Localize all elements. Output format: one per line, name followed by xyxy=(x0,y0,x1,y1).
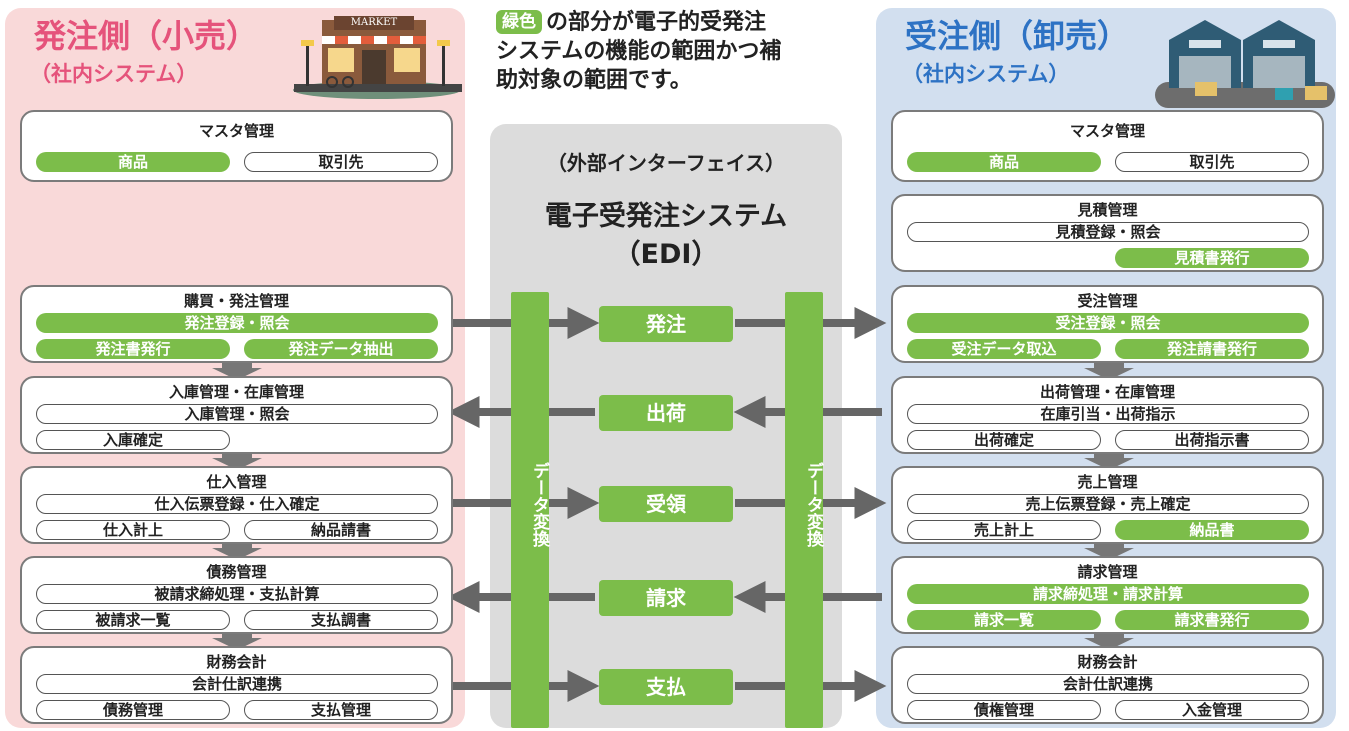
right-shipping-allocate: 在庫引当・出荷指示 xyxy=(907,404,1309,424)
right-billing-box: 請求管理 請求締処理・請求計算 請求一覧 請求書発行 xyxy=(891,556,1324,634)
ordering-side-subtitle: （社内システム） xyxy=(30,62,198,86)
receiving-side-subtitle: （社内システム） xyxy=(902,62,1070,86)
interface-label: （外部インターフェイス） xyxy=(546,151,786,175)
right-order-box: 受注管理 受注登録・照会 受注データ取込 発注請書発行 xyxy=(891,285,1324,363)
left-finance-payment: 支払管理 xyxy=(244,700,438,720)
right-finance-journal: 会計仕訳連携 xyxy=(907,674,1309,694)
left-receiving-confirm: 入庫確定 xyxy=(36,430,230,450)
right-estimate-issue: 見積書発行 xyxy=(1115,248,1309,268)
scope-note-line2: システムの機能の範囲かつ補 xyxy=(496,39,782,64)
left-finance-box: 財務会計 会計仕訳連携 債務管理 支払管理 xyxy=(20,646,453,724)
left-debt-statement: 支払調書 xyxy=(244,610,438,630)
right-order-ack: 発注請書発行 xyxy=(1115,339,1309,359)
right-sales-box: 売上管理 売上伝票登録・売上確定 売上計上 納品書 xyxy=(891,466,1324,544)
left-buying-box: 仕入管理 仕入伝票登録・仕入確定 仕入計上 納品請書 xyxy=(20,466,453,544)
left-down-arrows xyxy=(212,362,262,650)
edi-system-subtitle: （EDI） xyxy=(613,239,719,270)
right-order-import: 受注データ取込 xyxy=(907,339,1101,359)
left-master-partner: 取引先 xyxy=(244,152,438,172)
right-finance-deposit: 入金管理 xyxy=(1115,700,1309,720)
left-purchase-box: 購買・発注管理 発注登録・照会 発注書発行 発注データ抽出 xyxy=(20,285,453,363)
right-estimate-box: 見積管理 見積登録・照会 見積書発行 xyxy=(891,194,1324,272)
left-order-entry: 発注登録・照会 xyxy=(36,313,438,333)
left-debt-close: 被請求締処理・支払計算 xyxy=(36,584,438,604)
right-sales-delivery-note: 納品書 xyxy=(1115,520,1309,540)
left-order-data-extract: 発注データ抽出 xyxy=(244,339,438,359)
left-order-sheet: 発注書発行 xyxy=(36,339,230,359)
left-buying-post: 仕入計上 xyxy=(36,520,230,540)
left-receiving-box: 入庫管理・在庫管理 入庫管理・照会 入庫確定 xyxy=(20,376,453,454)
left-master-product: 商品 xyxy=(36,152,230,172)
data-conversion-right: データ変換 xyxy=(785,292,823,728)
left-buying-ack: 納品請書 xyxy=(244,520,438,540)
flow-order: 発注 xyxy=(599,306,733,342)
right-shipping-instruction: 出荷指示書 xyxy=(1115,430,1309,450)
flow-receipt: 受領 xyxy=(599,486,733,522)
scope-note: 緑色の部分が電子的受発注 システムの機能の範囲かつ補 助対象の範囲です。 xyxy=(496,8,781,95)
right-estimate-entry: 見積登録・照会 xyxy=(907,222,1309,242)
ordering-side-title: 発注側（小売） xyxy=(34,17,259,55)
left-finance-debt: 債務管理 xyxy=(36,700,230,720)
flow-payment: 支払 xyxy=(599,669,733,705)
left-debt-box: 債務管理 被請求締処理・支払計算 被請求一覧 支払調書 xyxy=(20,556,453,634)
right-billing-invoice: 請求書発行 xyxy=(1115,610,1309,630)
store-icon: MARKET xyxy=(282,14,462,100)
warehouse-icon xyxy=(1155,10,1335,110)
right-sales-entry: 売上伝票登録・売上確定 xyxy=(907,494,1309,514)
right-sales-post: 売上計上 xyxy=(907,520,1101,540)
receiving-side-title: 受注側（卸売） xyxy=(905,17,1130,55)
store-sign: MARKET xyxy=(350,17,398,28)
data-conversion-left: データ変換 xyxy=(511,292,549,728)
right-master-partner: 取引先 xyxy=(1115,152,1309,172)
left-debt-list: 被請求一覧 xyxy=(36,610,230,630)
left-finance-journal: 会計仕訳連携 xyxy=(36,674,438,694)
green-highlight-tag: 緑色 xyxy=(496,10,542,34)
right-master-box: マスタ管理 商品 取引先 xyxy=(891,110,1324,182)
left-receiving-entry: 入庫管理・照会 xyxy=(36,404,438,424)
flow-billing: 請求 xyxy=(599,580,733,616)
right-billing-list: 請求一覧 xyxy=(907,610,1101,630)
scope-note-line1: 緑色の部分が電子的受発注 xyxy=(496,8,781,37)
right-shipping-confirm: 出荷確定 xyxy=(907,430,1101,450)
right-finance-receivable: 債権管理 xyxy=(907,700,1101,720)
left-master-box: マスタ管理 商品 取引先 xyxy=(20,110,453,182)
right-finance-box: 財務会計 会計仕訳連携 債権管理 入金管理 xyxy=(891,646,1324,724)
scope-note-line3: 助対象の範囲です。 xyxy=(496,68,692,93)
flow-shipment: 出荷 xyxy=(599,395,733,431)
right-down-arrows xyxy=(1084,362,1134,650)
right-shipping-box: 出荷管理・在庫管理 在庫引当・出荷指示 出荷確定 出荷指示書 xyxy=(891,376,1324,454)
edi-system-title: 電子受発注システム xyxy=(544,201,788,232)
left-buying-entry: 仕入伝票登録・仕入確定 xyxy=(36,494,438,514)
right-billing-close: 請求締処理・請求計算 xyxy=(907,584,1309,604)
right-master-product: 商品 xyxy=(907,152,1101,172)
right-order-entry: 受注登録・照会 xyxy=(907,313,1309,333)
